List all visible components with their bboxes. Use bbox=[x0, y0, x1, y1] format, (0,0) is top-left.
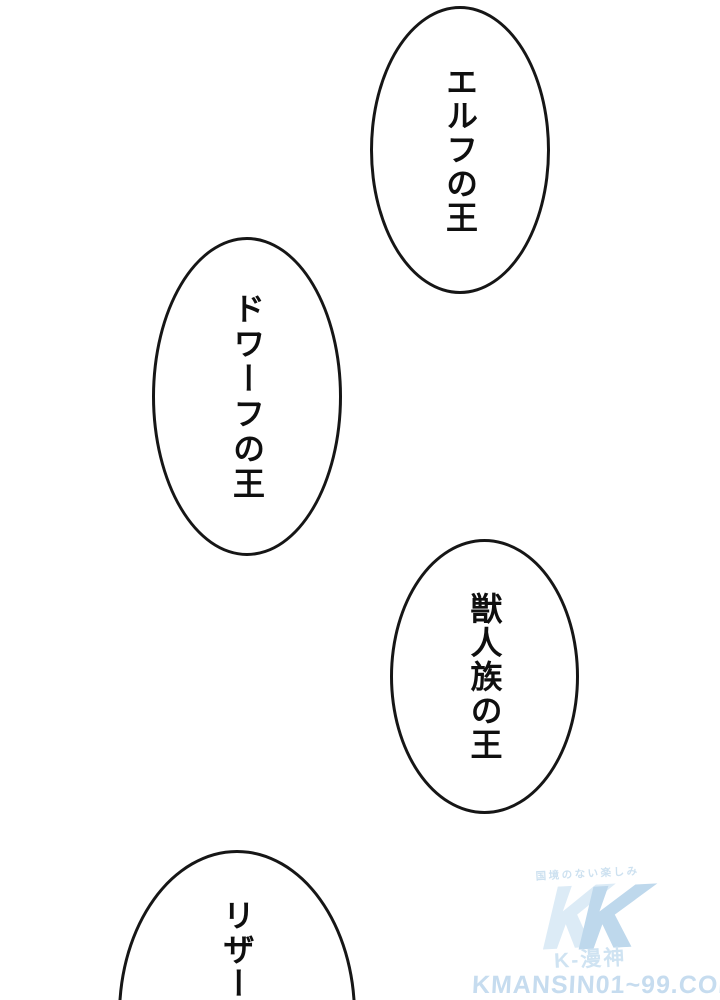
watermark-site-url: KMANSIN01~99.COM bbox=[471, 971, 720, 999]
speech-bubble-beast-king: 獣人族の王 bbox=[390, 539, 579, 814]
speech-bubble-dwarf-king: ドワーフの王 bbox=[152, 237, 342, 556]
speech-text: ドワーフの王 bbox=[229, 291, 265, 502]
watermark-tagline: 国境のない楽しみ bbox=[535, 865, 640, 883]
speech-bubble-elf-king: エルフの王 bbox=[370, 6, 550, 294]
speech-text: リザー bbox=[219, 899, 255, 1000]
speech-text: 獣人族の王 bbox=[466, 591, 503, 762]
k-logo-icon bbox=[542, 883, 658, 950]
watermark-logo-group: 国境のない楽しみ K-漫神 bbox=[535, 861, 680, 975]
speech-text: エルフの王 bbox=[442, 65, 478, 235]
site-watermark: 国境のない楽しみ K-漫神 KMANSIN01~99.COM bbox=[460, 865, 720, 1000]
speech-bubble-lizard-cutoff: リザー bbox=[118, 850, 356, 1000]
watermark-site-name: K-漫神 bbox=[553, 946, 627, 973]
